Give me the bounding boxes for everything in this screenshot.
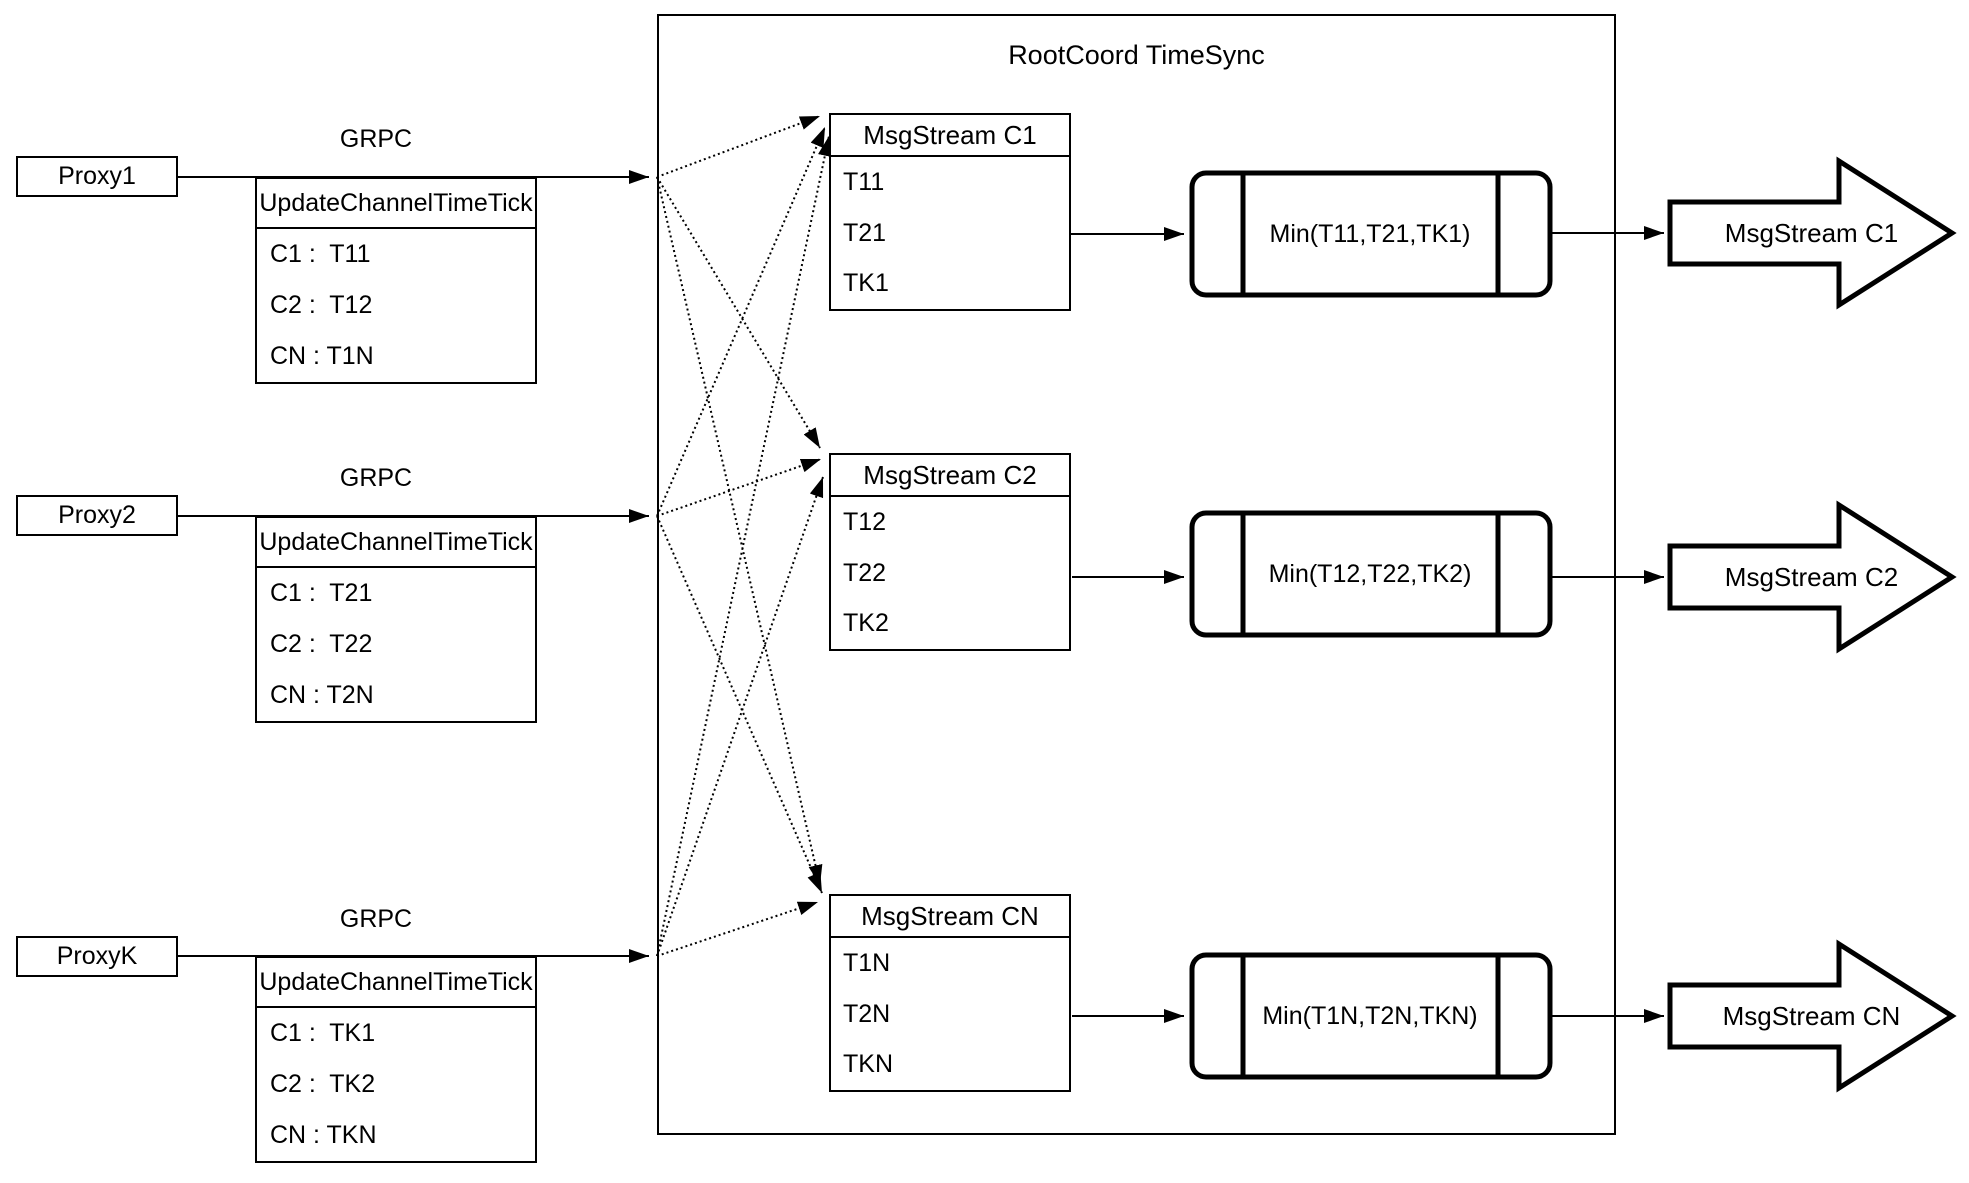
min-node-label-3: Min(T1N,T2N,TKN): [1262, 1001, 1478, 1030]
dotted-link-pk-cn: [656, 901, 819, 957]
msgstream-arrow-label-1: MsgStream C1: [1724, 217, 1899, 248]
grpc-label-1: GRPC: [339, 125, 413, 153]
proxy1-timetick-header: UpdateChannelTimeTick: [257, 179, 535, 229]
min-node-shape-2: [1189, 510, 1553, 638]
table-row: T12: [843, 507, 887, 536]
table-row: TK2: [843, 609, 889, 638]
msgstream-arrow-shape-1: [1667, 156, 1957, 310]
proxy1-timetick-table: UpdateChannelTimeTick C1 : T11 C2 : T12 …: [255, 177, 537, 384]
proxyk-box: ProxyK: [16, 936, 178, 977]
dotted-link-p1-c1: [656, 115, 821, 178]
proxyk-label: ProxyK: [56, 942, 138, 970]
dotted-link-p2-c1: [656, 126, 826, 517]
msgstream-arrow-label-3: MsgStream CN: [1722, 1000, 1901, 1031]
msgstream-cn-table: MsgStream CN T1N T2N TKN: [829, 894, 1071, 1092]
table-row: C2 : TK2: [270, 1070, 376, 1098]
table-row: T21: [843, 218, 887, 247]
table-row: TKN: [843, 1050, 893, 1079]
table-row: T22: [843, 558, 887, 587]
proxy2-box: Proxy2: [16, 495, 178, 536]
min-node-label-2: Min(T12,T22,TK2): [1268, 559, 1472, 588]
table-row: CN : T2N: [270, 681, 374, 709]
table-row: T11: [843, 167, 885, 196]
dotted-link-p1-cn: [656, 176, 823, 886]
table-row: C1 : T11: [270, 240, 371, 268]
rootcoord-timesync-title: RootCoord TimeSync: [1008, 40, 1265, 70]
table-row: C2 : T22: [270, 630, 373, 658]
msgstream-c2-table: MsgStream C2 T12 T22 TK2: [829, 453, 1071, 651]
table-row: T2N: [843, 999, 891, 1028]
proxy1-box: Proxy1: [16, 156, 178, 197]
dotted-link-p2-cn: [656, 515, 823, 894]
proxyk-timetick-header: UpdateChannelTimeTick: [257, 958, 535, 1008]
table-row: C1 : TK1: [270, 1019, 376, 1047]
proxy1-label: Proxy1: [58, 162, 136, 190]
dotted-link-p2-c2: [656, 458, 822, 517]
grpc-label-2: GRPC: [339, 464, 413, 492]
msgstream-c1-table: MsgStream C1 T11 T21 TK1: [829, 113, 1071, 311]
msgstream-cn-header: MsgStream CN: [831, 896, 1069, 938]
table-row: C1 : T21: [270, 579, 373, 607]
msgstream-c2-header: MsgStream C2: [831, 455, 1069, 497]
msgstream-arrow-label-2: MsgStream C2: [1724, 561, 1899, 592]
proxyk-timetick-table: UpdateChannelTimeTick C1 : TK1 C2 : TK2 …: [255, 956, 537, 1163]
min-node-shape-3: [1189, 952, 1553, 1080]
rootcoord-timesync-box: [657, 14, 1616, 1135]
min-node-shape-1: [1189, 170, 1553, 298]
proxy2-label: Proxy2: [58, 501, 136, 529]
table-row: TK1: [843, 269, 889, 298]
grpc-label-3: GRPC: [339, 905, 413, 933]
msgstream-arrow-shape-3: [1667, 939, 1957, 1093]
min-node-label-1: Min(T11,T21,TK1): [1269, 219, 1471, 248]
table-row: CN : TKN: [270, 1121, 377, 1149]
table-row: T1N: [843, 948, 891, 977]
msgstream-c1-header: MsgStream C1: [831, 115, 1069, 157]
proxy2-timetick-header: UpdateChannelTimeTick: [257, 518, 535, 568]
table-row: C2 : T12: [270, 291, 373, 319]
msgstream-arrow-shape-2: [1667, 500, 1957, 654]
table-row: CN : T1N: [270, 342, 374, 370]
proxy2-timetick-table: UpdateChannelTimeTick C1 : T21 C2 : T22 …: [255, 516, 537, 723]
